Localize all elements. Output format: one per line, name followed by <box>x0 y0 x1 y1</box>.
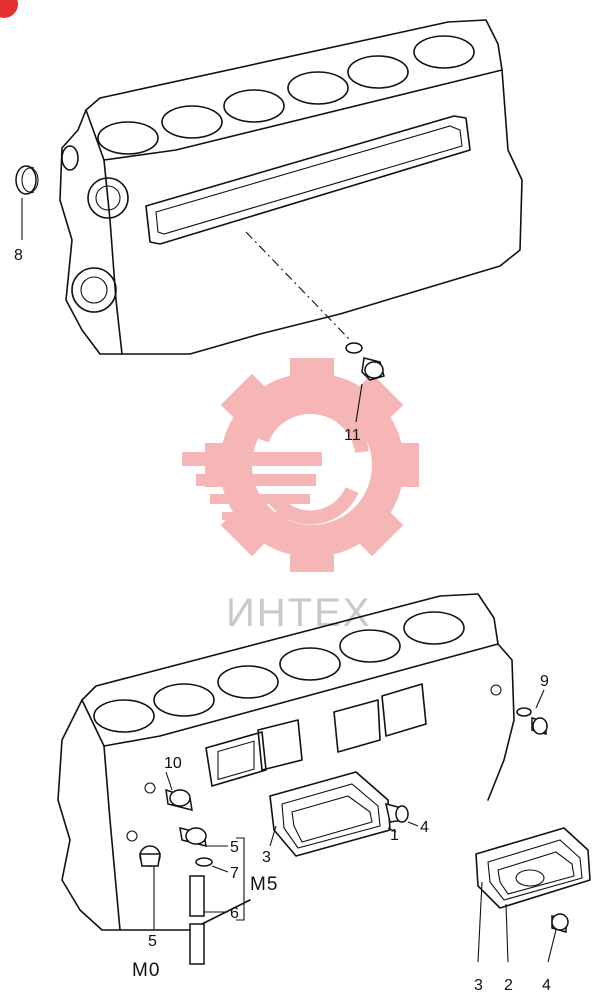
watermark-text: ИНТЕХ <box>226 591 371 635</box>
callout-1: 1 <box>390 827 399 844</box>
corner-marker <box>0 0 18 18</box>
callout-4-bottom: 4 <box>542 977 551 994</box>
callout-5-m0: 5 <box>148 933 157 950</box>
callout-3-bottom: 3 <box>474 977 483 994</box>
callout-9: 9 <box>540 673 549 690</box>
variant-m0: M0 <box>132 960 160 981</box>
part-1-gasket-middle <box>269 771 391 857</box>
callout-3-middle: 3 <box>262 849 271 866</box>
part-2-cover-plate <box>475 827 591 909</box>
part-4-bolt-bottom <box>551 913 569 933</box>
callout-5-m5: 5 <box>230 839 239 856</box>
side-cover-pads <box>205 683 427 787</box>
part-5-plug-m0 <box>139 845 161 867</box>
part-9-washer-bolt <box>516 707 548 735</box>
callout-8: 8 <box>14 247 23 264</box>
part-10-drain-fitting <box>165 788 193 812</box>
lower-cylinder-bores <box>93 611 465 733</box>
part-4-bolt-middle <box>385 802 409 823</box>
part-11-plug-screw <box>345 342 385 381</box>
part-5-fitting-m5 <box>179 826 207 848</box>
callout-6: 6 <box>230 905 239 922</box>
callout-10: 10 <box>164 755 182 772</box>
part-6-tube <box>189 875 205 965</box>
upper-cylinder-bores <box>97 35 475 155</box>
part-7-o-ring <box>195 857 213 867</box>
callout-4-middle: 4 <box>420 819 429 836</box>
variant-m5: M5 <box>250 874 278 895</box>
upper-engine-block <box>15 19 523 423</box>
callout-7: 7 <box>230 865 239 882</box>
callout-2: 2 <box>504 977 513 994</box>
callout-11: 11 <box>344 427 361 444</box>
watermark-gear-logo <box>182 358 419 572</box>
part-8-cup-plug <box>15 165 39 195</box>
lower-engine-block <box>57 593 591 965</box>
